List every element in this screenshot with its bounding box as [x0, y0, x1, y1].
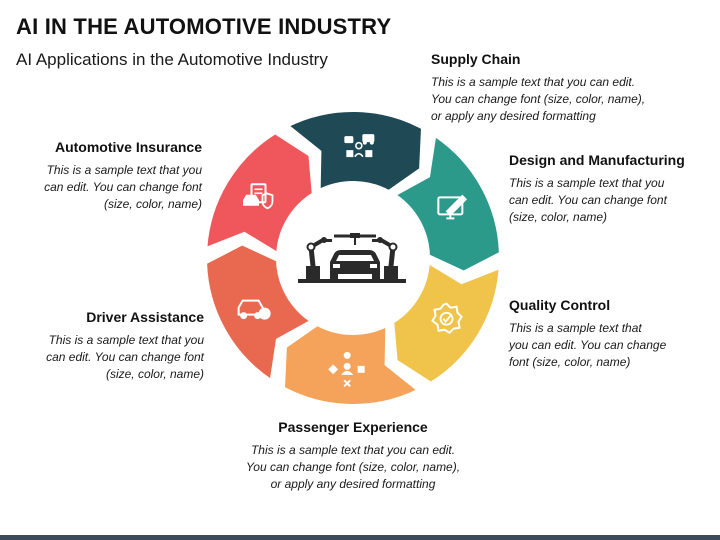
segment-title: Supply Chain [431, 51, 521, 67]
segment-description: This is a sample text that you can edit.… [431, 75, 646, 123]
segment-title: Automotive Insurance [54, 139, 202, 155]
label-block-passenger-experience: Passenger Experience This is a sample te… [213, 419, 493, 493]
cycle-segment-supply-chain [286, 110, 424, 193]
robotic-assembly-icon [298, 233, 406, 283]
page-title: AI IN THE AUTOMOTIVE INDUSTRY [16, 14, 392, 39]
passenger-network-icon [328, 351, 365, 388]
segment-description: This is a sample text that you can edit.… [44, 163, 202, 211]
car-gear-icon [237, 299, 271, 320]
design-monitor-icon [437, 194, 468, 220]
cycle-segment-driver-assistance [205, 243, 313, 382]
label-block-driver-assistance: Driver Assistance This is a sample text … [14, 309, 204, 383]
segment-description: This is a sample text that you can edit.… [245, 443, 461, 491]
label-block-quality-control: Quality Control This is a sample text th… [509, 297, 714, 371]
cycle-segment-design-and-manufacturing [393, 134, 501, 273]
supply-chain-icon [344, 134, 375, 158]
label-block-design-and-manufacturing: Design and Manufacturing This is a sampl… [509, 152, 714, 226]
segment-title: Passenger Experience [278, 419, 428, 435]
quality-badge-icon [431, 302, 463, 334]
cycle-segment-quality-control [392, 261, 501, 384]
segment-title: Quality Control [509, 297, 611, 313]
segment-title: Design and Manufacturing [509, 152, 685, 168]
footer-bar [0, 535, 720, 540]
label-block-supply-chain: Supply Chain This is a sample text that … [431, 51, 701, 125]
segment-title: Driver Assistance [86, 309, 204, 325]
label-block-automotive-insurance: Automotive Insurance This is a sample te… [14, 139, 202, 213]
page-subtitle: AI Applications in the Automotive Indust… [16, 50, 328, 69]
segment-description: This is a sample text that you can edit.… [509, 176, 667, 224]
segment-description: This is a sample text that you can edit.… [46, 333, 204, 381]
cycle-segment-passenger-experience [282, 323, 420, 406]
segment-description: This is a sample text that you can edit.… [509, 321, 667, 369]
insurance-car-icon [242, 183, 274, 210]
